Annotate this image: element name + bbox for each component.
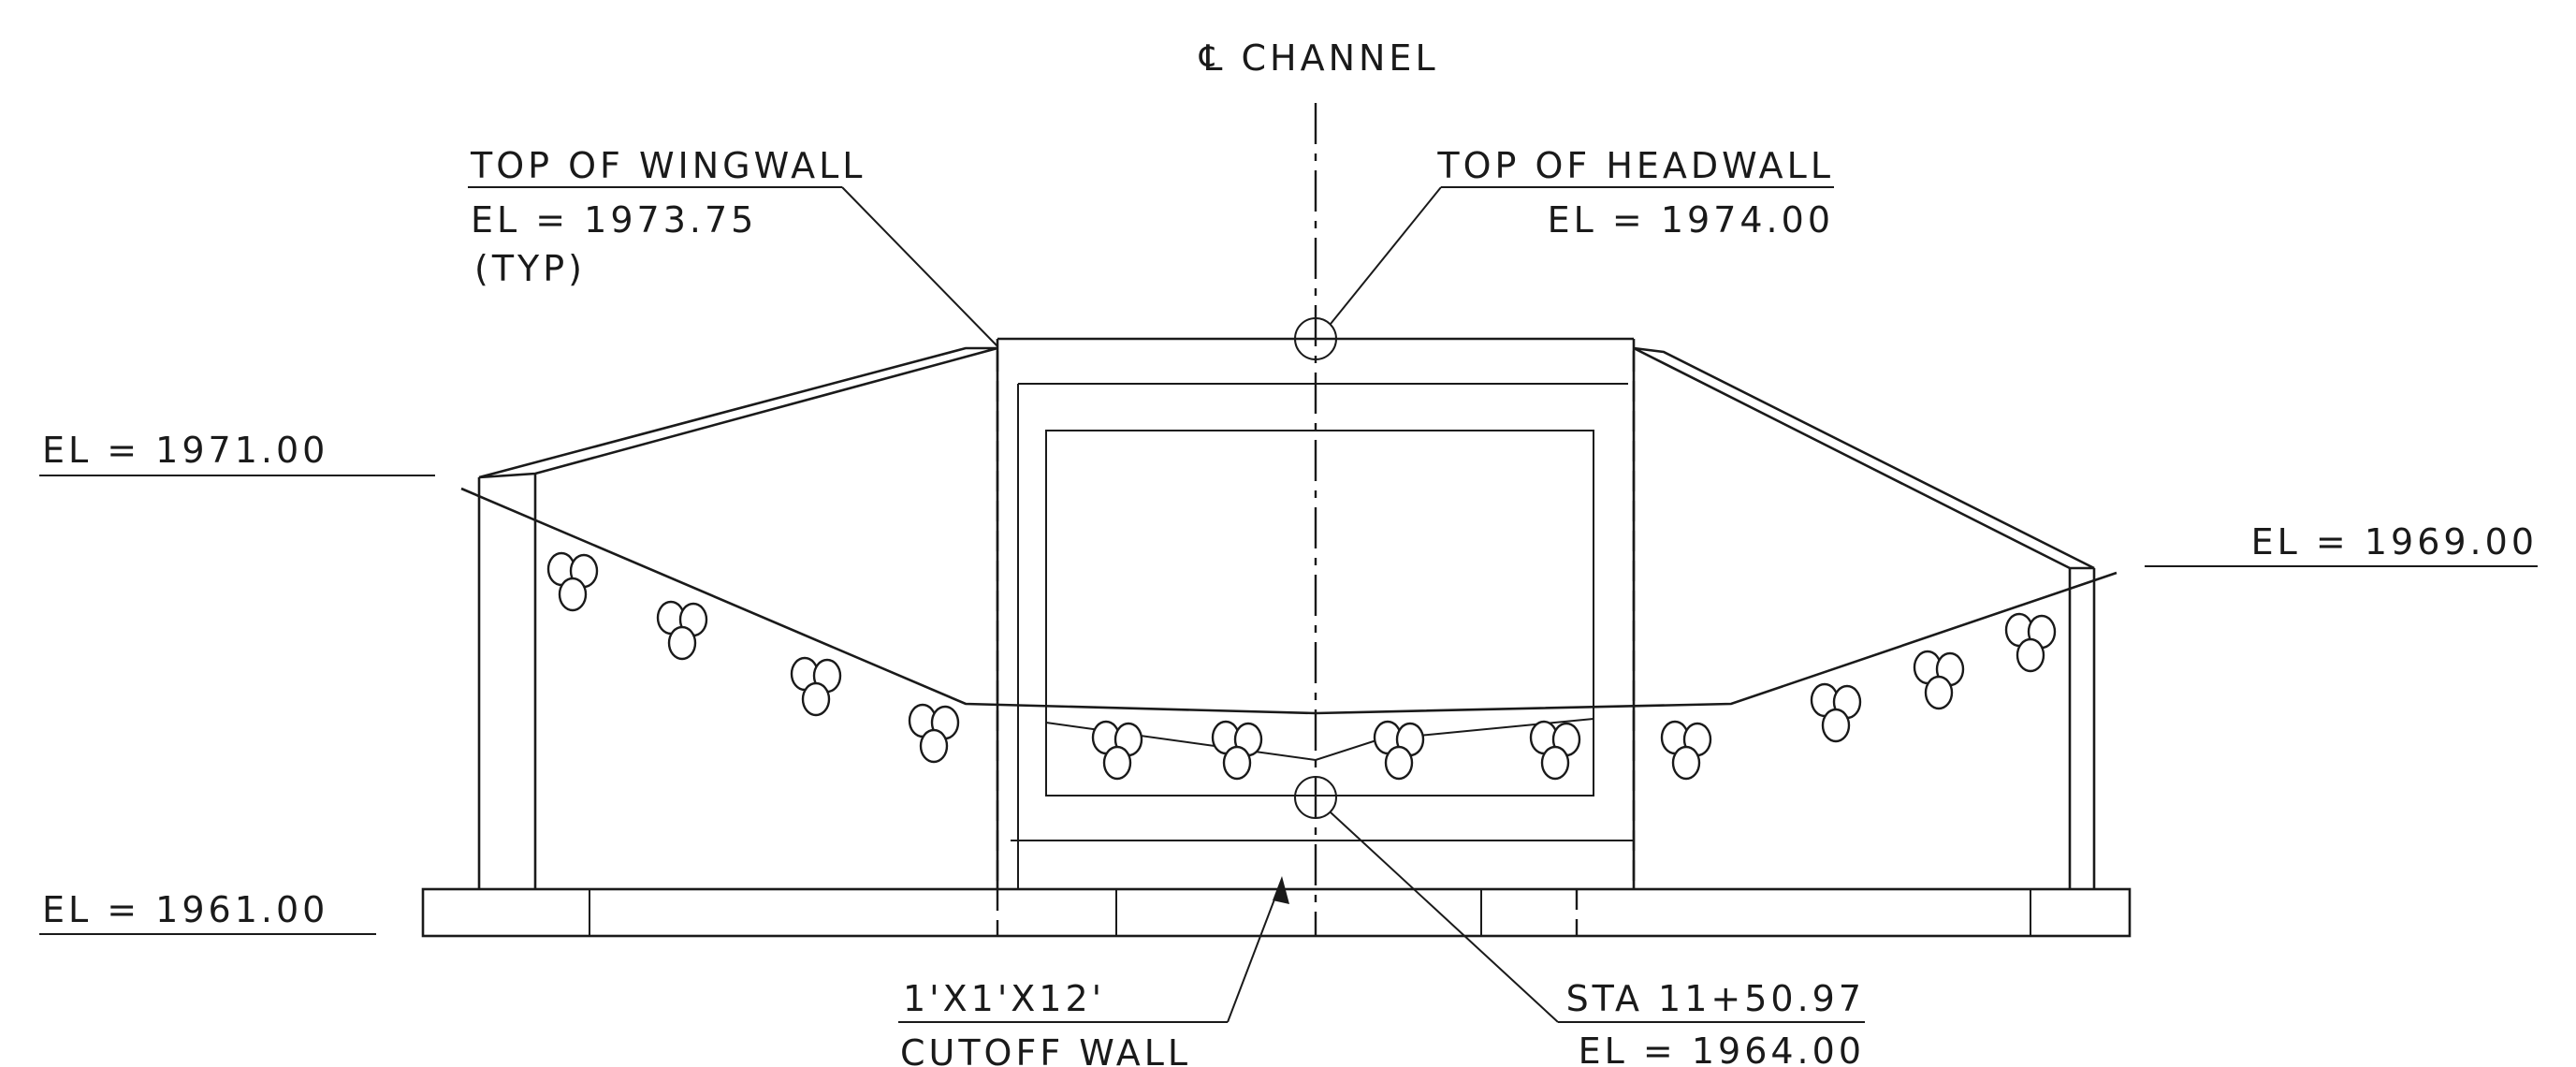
headwall-top-label: TOP OF HEADWALL bbox=[1436, 145, 1834, 186]
centerline-label: ℄ CHANNEL bbox=[1199, 37, 1439, 79]
headwall-elevation: EL = 1974.00 bbox=[1548, 199, 1834, 241]
cutoff-wall-label: CUTOFF WALL bbox=[900, 1032, 1191, 1067]
cutoff-size-label: 1'X1'X12' bbox=[903, 978, 1105, 1019]
invert-elevation: EL = 1964.00 bbox=[1579, 1030, 1865, 1067]
base-elevation: EL = 1961.00 bbox=[42, 889, 328, 930]
channel-invert bbox=[1045, 718, 1594, 762]
invert-marker bbox=[1294, 776, 1337, 819]
right-wingwall bbox=[1633, 346, 2096, 889]
ground-profile bbox=[460, 487, 2118, 715]
left-wingwall bbox=[477, 346, 998, 889]
wingwall-typ-note: (TYP) bbox=[474, 248, 586, 289]
headwall bbox=[996, 337, 1636, 936]
station-label: STA 11+50.97 bbox=[1566, 978, 1865, 1019]
wingwall-elevation: EL = 1973.75 bbox=[471, 199, 757, 241]
left-elevation: EL = 1971.00 bbox=[42, 430, 328, 471]
riprap-stones bbox=[546, 551, 2057, 781]
right-elevation: EL = 1969.00 bbox=[2251, 521, 2538, 563]
top-headwall-marker bbox=[1294, 317, 1337, 360]
barrel-opening bbox=[1045, 430, 1594, 797]
wingwall-top-label: TOP OF WINGWALL bbox=[470, 145, 866, 186]
leader-lines bbox=[39, 186, 2538, 1023]
footing-slab bbox=[421, 887, 2132, 938]
